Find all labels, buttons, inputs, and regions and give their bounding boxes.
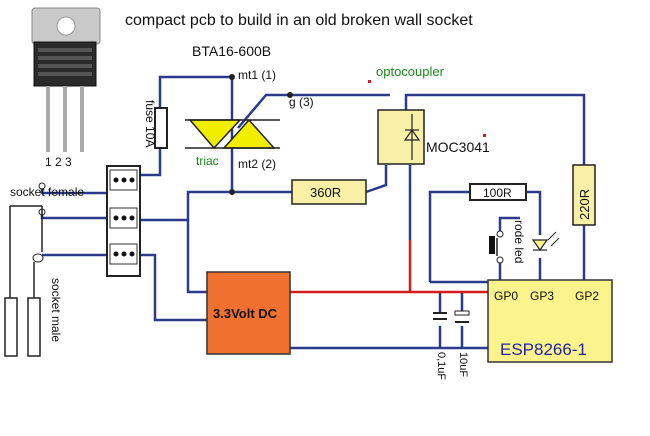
cap2-label: 10uF [457,352,469,377]
gp0-label: GP0 [494,289,518,303]
psu-label: 3.3Volt DC [213,306,278,321]
fuse [154,107,168,149]
cap1-label: 0,1uF [435,352,447,380]
red-led-label: rode led [512,220,526,263]
terminal-block [106,165,141,277]
opto-diode-icon [403,114,421,160]
resistor-100r-label: 100R [483,186,512,200]
gp3-label: GP3 [530,289,554,303]
resistor-220r [572,164,596,226]
blue-wires [40,75,586,350]
resistor-220r-label: 220R [577,189,592,220]
fuse-label: fuse 10A [143,100,157,147]
capacitors [433,310,470,323]
gp2-label: GP2 [575,289,599,303]
red-wires [290,240,488,294]
gate-node [287,92,293,98]
socket-female-label: socket female [10,185,84,199]
opto-part-label: MOC3041 [426,139,490,155]
psu-box [206,271,291,355]
diagram-title: compact pcb to build in an old broken wa… [125,12,473,29]
to220-package-icon [31,7,101,152]
resistor-360r [291,179,367,205]
socket-male-label: socket male [49,278,63,342]
pin-numbers: 1 2 3 [45,155,72,169]
esp-label: ESP8266-1 [500,340,587,359]
mt2-label: mt2 (2) [238,157,276,171]
socket-drawing [4,182,46,357]
triac-label: triac [196,154,219,168]
mt1-node [229,74,235,80]
push-button-icon [489,230,504,264]
optocoupler-label: optocoupler [376,64,445,79]
esp-module [487,279,613,363]
gate-label: g (3) [289,95,314,109]
resistor-100r [469,183,527,201]
triac-icon [185,118,280,150]
marker-dot [368,80,371,83]
resistor-360r-label: 360R [310,185,341,200]
led-icon [531,231,560,252]
marker-dot [483,134,486,137]
mt2-node [229,189,235,195]
triac-part-label: BTA16-600B [192,43,271,59]
mt1-label: mt1 (1) [238,68,276,82]
